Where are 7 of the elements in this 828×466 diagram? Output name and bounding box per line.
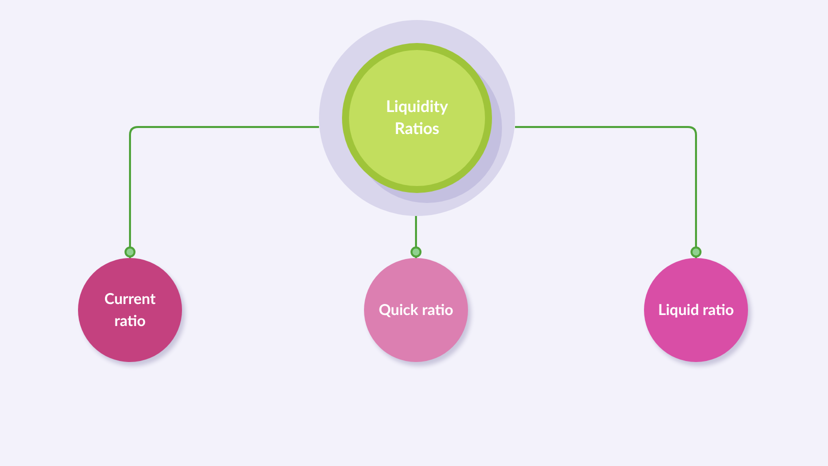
connector-line [124,126,319,258]
connector-line [515,126,702,258]
node-label: Liquidity Ratios [384,96,450,140]
node-label: Current ratio [103,289,157,332]
node-label: Quick ratio [378,300,454,321]
node-label: Liquid ratio [657,300,735,321]
connector-line [410,216,422,258]
